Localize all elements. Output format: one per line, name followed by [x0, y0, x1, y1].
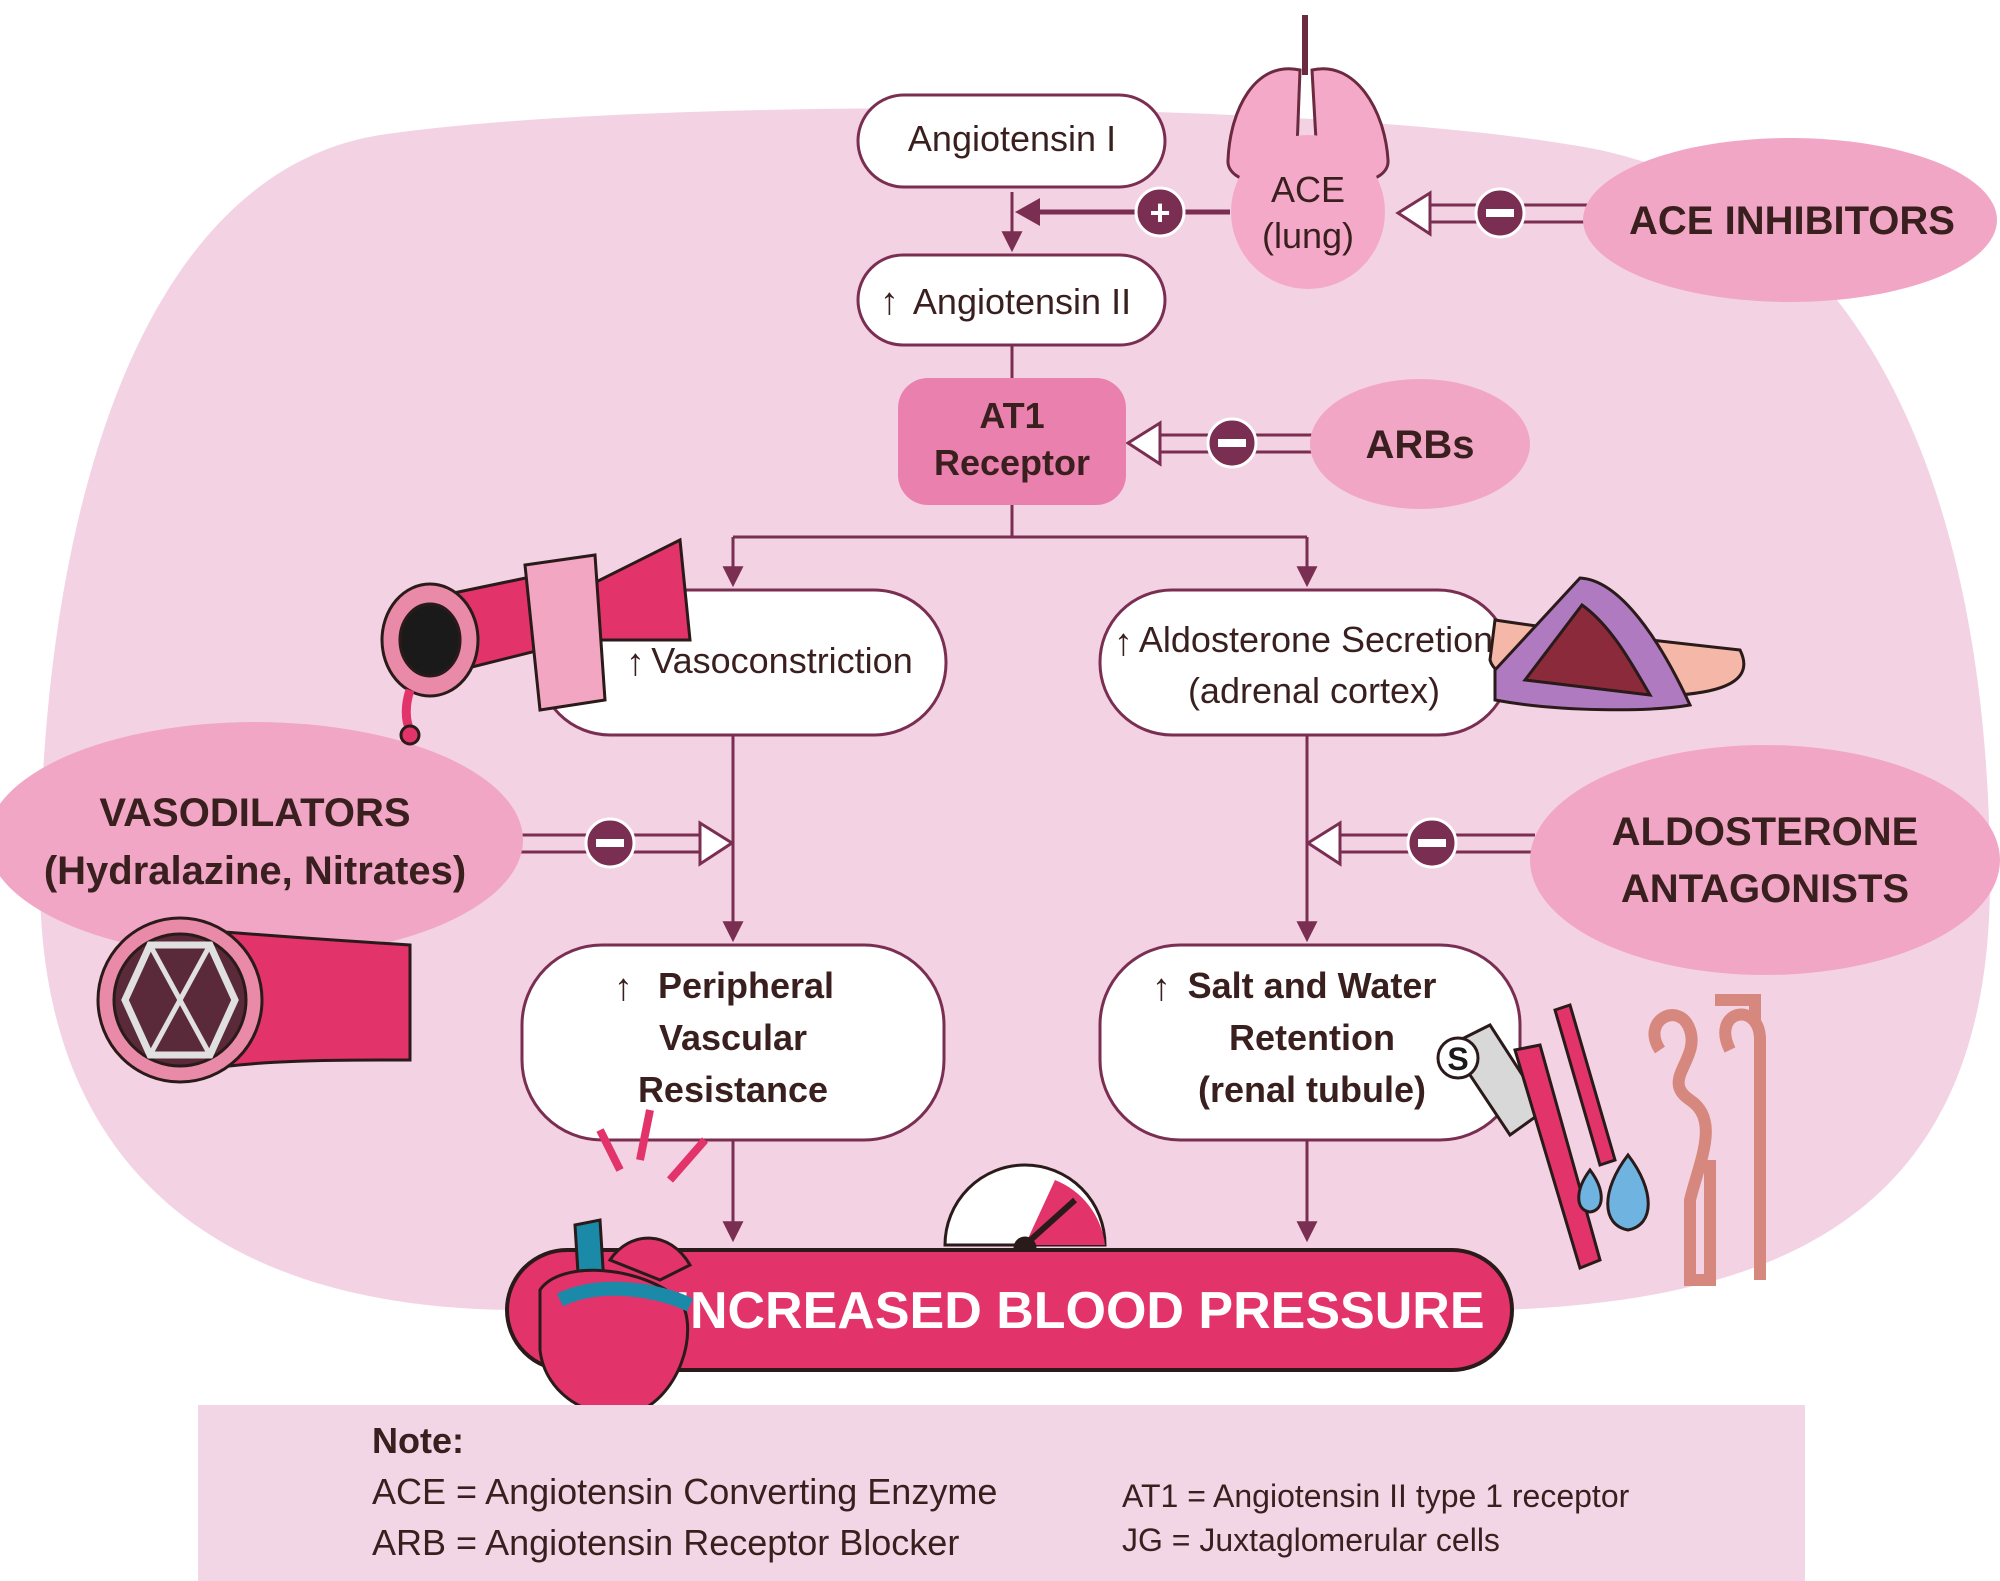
- pvr-label-3: Resistance: [638, 1069, 828, 1110]
- arbs-label: ARBs: [1366, 423, 1475, 467]
- at1-sublabel: Receptor: [934, 442, 1090, 483]
- plus-sign-icon: +: [1134, 186, 1186, 238]
- aldosterone-sublabel: (adrenal cortex): [1188, 670, 1440, 711]
- minus-sign-icon: [1474, 187, 1526, 239]
- salt-water-node: ↑ Salt and Water Retention (renal tubule…: [1098, 943, 1522, 1142]
- vasodilators-label: VASODILATORS: [99, 791, 410, 835]
- up-arrow-icon: ↑: [626, 642, 645, 684]
- minus-sign-icon: [1406, 817, 1458, 869]
- increased-blood-pressure-outcome: INCREASED BLOOD PRESSURE: [505, 1248, 1514, 1372]
- note-ace: ACE = Angiotensin Converting Enzyme: [372, 1471, 997, 1512]
- water-drop-icon: [1577, 1152, 1650, 1232]
- notes-panel: Note: ACE = Angiotensin Converting Enzym…: [198, 1405, 1805, 1581]
- pvr-label-1: Peripheral: [658, 965, 834, 1006]
- pvr-label-2: Vascular: [659, 1017, 807, 1058]
- peripheral-resistance-node: ↑ Peripheral Vascular Resistance: [520, 943, 946, 1142]
- angiotensin-1-label: Angiotensin I: [908, 118, 1116, 159]
- aldosterone-antagonists-drug: ALDOSTERONE ANTAGONISTS: [1530, 745, 2000, 975]
- outcome-label: INCREASED BLOOD PRESSURE: [676, 1282, 1485, 1340]
- up-arrow-icon: ↑: [880, 281, 899, 323]
- angiotensin-2-node: ↑ Angiotensin II: [856, 253, 1167, 347]
- svg-text:S: S: [1447, 1041, 1468, 1077]
- ace-stimulation-arrow: [1015, 198, 1230, 226]
- constricted-vessel-icon: [380, 537, 692, 746]
- notes-title: Note:: [372, 1420, 464, 1461]
- ace-inhibitors-label: ACE INHIBITORS: [1629, 199, 1955, 243]
- angiotensin-2-label: Angiotensin II: [913, 281, 1131, 322]
- heart-icon: [538, 1109, 709, 1418]
- note-arb: ARB = Angiotensin Receptor Blocker: [372, 1522, 959, 1563]
- vasoconstriction-label: Vasoconstriction: [651, 640, 912, 681]
- dilated-vessel-icon: [96, 916, 412, 1084]
- adrenal-gland-icon: [1488, 576, 1746, 712]
- angiotensin-1-node: Angiotensin I: [856, 93, 1167, 189]
- aldosterone-node: ↑ Aldosterone Secretion (adrenal cortex): [1098, 588, 1512, 737]
- ace-sublabel: (lung): [1262, 215, 1354, 256]
- up-arrow-icon: ↑: [1114, 622, 1133, 664]
- up-arrow-icon: ↑: [1152, 967, 1171, 1009]
- arbs-drug: ARBs: [1310, 379, 1530, 509]
- aldo-antag-label-2: ANTAGONISTS: [1621, 867, 1909, 911]
- svg-text:+: +: [1149, 192, 1170, 233]
- up-arrow-icon: ↑: [614, 967, 633, 1009]
- ace-node: [1231, 135, 1385, 289]
- nephron-icon: [1648, 994, 1766, 1286]
- ace-inhibitors-drug: ACE INHIBITORS: [1583, 138, 1997, 302]
- at1-label: AT1: [979, 395, 1044, 436]
- aldo-antag-label-1: ALDOSTERONE: [1612, 810, 1919, 854]
- blood-vessel-icon: [1513, 1003, 1617, 1271]
- minus-sign-icon: [584, 817, 636, 869]
- note-jg: JG = Juxtaglomerular cells: [1122, 1522, 1500, 1558]
- connector-lines: [722, 192, 1318, 1243]
- salt-label-2: Retention: [1229, 1017, 1395, 1058]
- salt-label-1: Salt and Water: [1188, 965, 1437, 1006]
- ace-label: ACE: [1271, 169, 1345, 210]
- vasodilators-drug: VASODILATORS (Hydralazine, Nitrates): [0, 722, 523, 958]
- minus-sign-icon: [1206, 417, 1258, 469]
- vasodilators-examples: (Hydralazine, Nitrates): [44, 849, 466, 893]
- aldosterone-label: Aldosterone Secretion: [1139, 619, 1493, 660]
- salt-label-3: (renal tubule): [1198, 1069, 1426, 1110]
- note-at1: AT1 = Angiotensin II type 1 receptor: [1122, 1478, 1630, 1514]
- at1-receptor-node: AT1 Receptor: [898, 378, 1126, 505]
